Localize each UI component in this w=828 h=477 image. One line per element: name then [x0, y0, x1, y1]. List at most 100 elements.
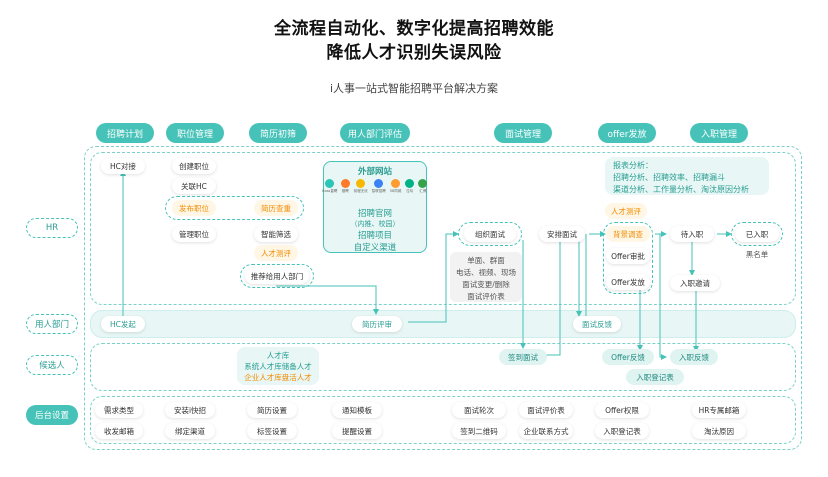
talent-eval-2: 人才测评	[605, 203, 647, 219]
hc-initiate: HC发起	[101, 316, 145, 332]
settings-item: 标签设置	[247, 423, 297, 439]
interview-type-2: 电话、视频、现场	[456, 268, 516, 277]
onboarded-group	[731, 222, 783, 246]
org-interview: 组织面试	[464, 226, 516, 242]
ext-line4: 自定义渠道	[353, 243, 397, 253]
settings-item: 通知模板	[332, 402, 382, 418]
offer-approve: Offer审批	[606, 248, 650, 264]
job-site-name: 猎聘	[341, 189, 349, 193]
job-site-logo-icon: 前程无忧	[354, 179, 368, 194]
onboard-feedback: 入职反馈	[670, 349, 718, 365]
settings-item: Offer权限	[595, 402, 649, 418]
logo-dot-icon	[405, 179, 415, 188]
report-line2: 渠道分析、工作量分析、淘汰原因分析	[613, 185, 749, 194]
talent-title: 人才库	[266, 351, 290, 360]
talent-line1: 系统人才库储备人才	[244, 362, 312, 371]
role-settings: 后台设置	[26, 405, 78, 425]
stage-resume-screen: 简历初筛	[249, 123, 307, 143]
process-container	[84, 146, 802, 450]
talent-eval-1: 人才测评	[254, 245, 298, 261]
job-site-logo-icon: 58同城	[390, 179, 401, 194]
logo-dot-icon	[374, 179, 384, 188]
page-title-line1: 全流程自动化、数字化提高招聘效能	[274, 19, 554, 39]
link-hc: 关联HC	[172, 178, 216, 194]
interview-types-box: 单面、群面 电话、视频、现场 面试变更/删除 面试评价表	[450, 252, 522, 302]
settings-grid: 需求类型 安装i快招 简历设置 通知模板 面试轮次面试评价表 Offer权限 HR专属邮箱收…	[95, 402, 791, 440]
stage-offer: offer发放	[598, 123, 656, 143]
hc-dock: HC对接	[101, 158, 145, 174]
settings-item: 提醒设置	[332, 423, 382, 439]
stage-job-manage: 职位管理	[166, 123, 224, 143]
org-interview-group	[458, 222, 522, 246]
settings-item: 入职登记表	[595, 423, 649, 439]
job-site-name: 汇博	[419, 189, 427, 193]
ext-line1: 招聘官网	[357, 209, 392, 219]
offer-send: Offer发放	[606, 274, 650, 290]
report-line1: 招聘分析、招聘效率、招聘漏斗	[613, 173, 725, 182]
job-site-logo-icon: 汇博	[418, 179, 428, 194]
report-box: 报表分析： 招聘分析、招聘效率、招聘漏斗 渠道分析、工作量分析、淘汰原因分析	[605, 157, 769, 195]
offer-group	[603, 222, 653, 294]
ext-line2: （内推、校园）	[350, 220, 400, 228]
recommend-group	[240, 264, 314, 288]
interview-type-3: 面试变更/删除	[462, 280, 510, 289]
onboard-invite: 入职邀请	[670, 275, 720, 291]
interview-type-1: 单面、群面	[467, 256, 505, 265]
stage-onboard: 入职管理	[690, 123, 748, 143]
interview-feedback: 面试反馈	[573, 316, 621, 332]
publish-group	[165, 196, 304, 220]
report-title: 报表分析：	[613, 161, 653, 170]
blacklist: 黑名单	[745, 250, 769, 259]
page-subtitle: i人事一站式智能招聘平台解决方案	[329, 82, 499, 95]
publish-job: 发布职位	[172, 200, 216, 216]
settings-item: 面试评价表	[519, 402, 573, 418]
settings-item: 收发邮箱	[95, 423, 143, 439]
job-site-logo-icon: 猎聘	[340, 179, 350, 194]
recommend-dept: 推荐给用人部门	[245, 268, 309, 284]
job-site-name: 58同城	[389, 189, 402, 193]
settings-item: 淘汰原因	[692, 423, 746, 439]
stage-dept-evaluate: 用人部门评估	[340, 123, 410, 143]
stage-recruit-plan: 招聘计划	[96, 123, 154, 143]
logo-dot-icon	[340, 179, 350, 188]
settings-item: 需求类型	[95, 402, 143, 418]
interview-type-4: 面试评价表	[467, 292, 505, 301]
settings-item: 面试轮次	[452, 402, 506, 418]
role-dept: 用人部门	[26, 314, 78, 334]
settings-item: 企业联系方式	[519, 423, 573, 439]
lane-candidate	[90, 343, 796, 391]
talent-pool-box: 人才库 系统人才库储备人才 企业人才库盘活人才	[237, 347, 319, 385]
settings-item: HR专属邮箱	[692, 402, 746, 418]
job-site-name: 拉勾	[406, 189, 414, 193]
settings-item: 简历设置	[247, 402, 297, 418]
settings-item: 安装i快招	[165, 402, 215, 418]
create-job: 创建职位	[172, 158, 216, 174]
onboard-form: 入职登记表	[626, 369, 684, 385]
external-sites-box	[323, 161, 427, 253]
job-site-logo-icon: 智联招聘	[372, 179, 386, 194]
logo-dot-icon	[356, 179, 366, 188]
background-check: 背景调查	[606, 226, 650, 242]
lane-settings	[90, 396, 796, 444]
job-site-name: 智联招聘	[371, 189, 386, 193]
arrange-interview: 安排面试	[539, 226, 585, 242]
job-site-name: Boss直聘	[322, 189, 338, 193]
pending-onboard: 待入职	[670, 226, 714, 242]
page-title-line2: 降低人才识别失误风险	[326, 43, 502, 63]
role-candidate: 候选人	[26, 355, 78, 375]
offer-feedback: Offer反馈	[602, 349, 654, 365]
smart-filter: 智能筛选	[254, 226, 298, 242]
logo-dot-icon	[391, 179, 400, 188]
lane-dept	[90, 310, 796, 338]
settings-item: 签到二维码	[452, 423, 506, 439]
job-site-name: 前程无忧	[353, 189, 368, 193]
ext-line3: 招聘项目	[357, 231, 392, 241]
manage-job: 管理职位	[172, 226, 216, 242]
settings-item: 绑定渠道	[165, 423, 215, 439]
stage-interview-manage: 面试管理	[494, 123, 552, 143]
resume-review: 简历评审	[352, 316, 402, 332]
resume-check: 简历查重	[254, 200, 298, 216]
external-title: 外部网站	[357, 167, 392, 177]
role-hr: HR	[26, 218, 78, 238]
